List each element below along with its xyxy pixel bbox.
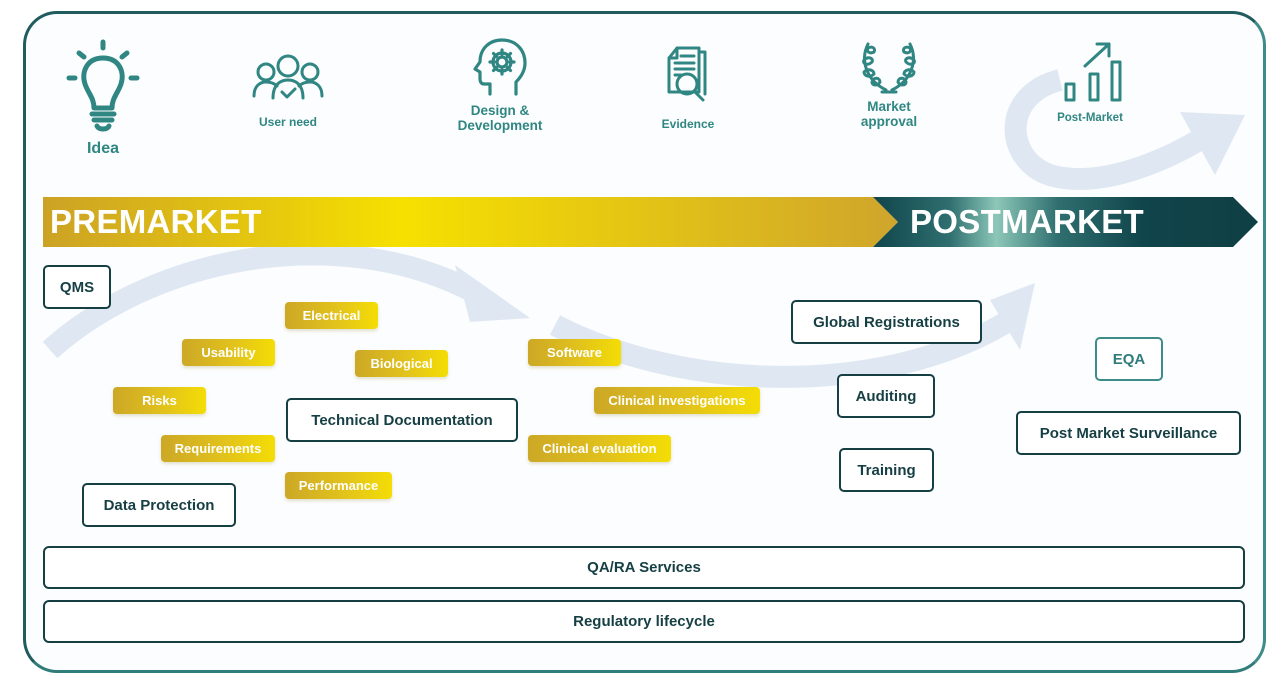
- growth-chart-icon: [1064, 42, 1122, 102]
- auditing-box[interactable]: Auditing: [837, 374, 935, 418]
- chip-software[interactable]: Software: [528, 339, 621, 366]
- stage-market-approval: Market approval: [848, 40, 930, 130]
- stage-design-development: Design & Development: [445, 38, 555, 134]
- data-protection-box[interactable]: Data Protection: [82, 483, 236, 527]
- postmarket-arrow: [873, 197, 1258, 247]
- chip-clinical-evaluation[interactable]: Clinical evaluation: [528, 435, 671, 462]
- user-group-check-icon: [252, 54, 324, 100]
- chip-usability[interactable]: Usability: [182, 339, 275, 366]
- technical-documentation-box[interactable]: Technical Documentation: [286, 398, 518, 442]
- stage-idea: Idea: [57, 38, 149, 158]
- chip-biological[interactable]: Biological: [355, 350, 448, 377]
- document-magnifier-icon: [667, 46, 707, 102]
- regulatory-lifecycle-bar[interactable]: Regulatory lifecycle: [43, 600, 1245, 643]
- chip-requirements[interactable]: Requirements: [161, 435, 275, 462]
- stage-label: User need: [258, 115, 318, 129]
- premarket-label: PREMARKET: [50, 203, 262, 240]
- stage-label: Evidence: [661, 117, 715, 131]
- lightbulb-icon: [66, 39, 140, 132]
- stage-label: Market approval: [860, 99, 918, 129]
- stage-label: Idea: [86, 140, 119, 157]
- phase-banner: [43, 197, 1258, 247]
- qa-ra-services-bar[interactable]: QA/RA Services: [43, 546, 1245, 589]
- qms-box[interactable]: QMS: [43, 265, 111, 309]
- head-gear-icon: [473, 38, 527, 96]
- global-registrations-box[interactable]: Global Registrations: [791, 300, 982, 344]
- postmarket-label: POSTMARKET: [910, 203, 1144, 240]
- stage-user-need: User need: [246, 52, 330, 129]
- chip-performance[interactable]: Performance: [285, 472, 392, 499]
- stage-label: Design & Development: [457, 103, 543, 133]
- chip-clinical-investigations[interactable]: Clinical investigations: [594, 387, 760, 414]
- eqa-box[interactable]: EQA: [1095, 337, 1163, 381]
- post-market-surveillance-box[interactable]: Post Market Surveillance: [1016, 411, 1241, 455]
- laurel-wreath-icon: [862, 42, 916, 94]
- premarket-arrow: [43, 197, 898, 247]
- chip-electrical[interactable]: Electrical: [285, 302, 378, 329]
- chip-risks[interactable]: Risks: [113, 387, 206, 414]
- stage-post-market: Post-Market: [1048, 40, 1132, 125]
- stage-evidence: Evidence: [652, 46, 724, 131]
- training-box[interactable]: Training: [839, 448, 934, 492]
- stage-label: Post-Market: [1057, 112, 1123, 124]
